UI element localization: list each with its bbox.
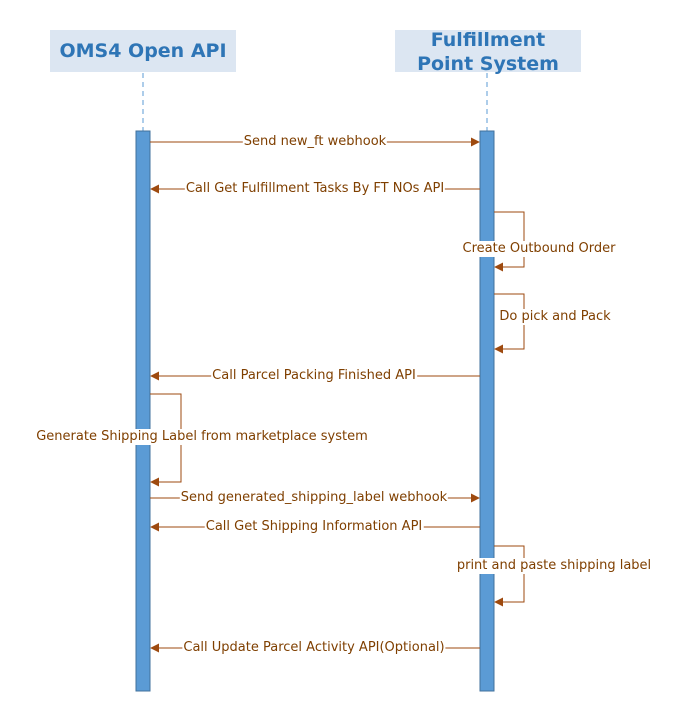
message-label-generate-shipping-label: Generate Shipping Label from marketplace… <box>35 429 369 445</box>
activation-bar-oms <box>135 130 151 692</box>
message-label-send-generated-shipping-label-webhook: Send generated_shipping_label webhook <box>179 490 449 506</box>
participant-fulfillment-point-system-label: Fulfillment Point System <box>417 29 559 75</box>
message-label-print-and-paste-shipping-label: print and paste shipping label <box>455 558 653 574</box>
message-label-send-new-ft-webhook: Send new_ft webhook <box>242 134 388 150</box>
message-label-do-pick-and-pack: Do pick and Pack <box>498 309 612 325</box>
message-label-create-outbound-order: Create Outbound Order <box>461 241 617 257</box>
participant-oms4-open-api: OMS4 Open API <box>50 30 236 72</box>
participant-oms4-open-api-label: OMS4 Open API <box>59 40 227 62</box>
self-arrow-create-outbound-order <box>494 211 525 272</box>
message-label-call-parcel-packing-finished: Call Parcel Packing Finished API <box>211 368 417 384</box>
self-arrow-print-and-paste-shipping-label <box>494 545 525 607</box>
message-label-call-get-fulfillment-tasks: Call Get Fulfillment Tasks By FT NOs API <box>184 181 446 197</box>
participant-fulfillment-point-system: Fulfillment Point System <box>395 29 581 75</box>
message-label-call-update-parcel-activity: Call Update Parcel Activity API(Optional… <box>182 640 446 656</box>
activation-bar-fps <box>479 130 495 692</box>
message-label-call-get-shipping-information: Call Get Shipping Information API <box>204 519 424 535</box>
